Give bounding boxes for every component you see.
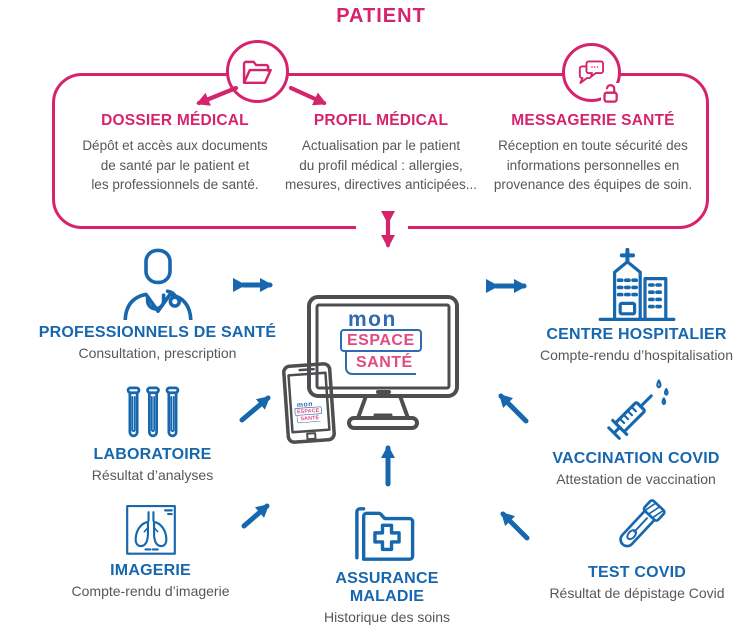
open-folder-icon — [242, 60, 272, 84]
node-title: LABORATOIRE — [93, 446, 212, 463]
node-title: CENTRE HOSPITALIER — [546, 326, 727, 343]
section-text-line: Dépôt et accès aux documents — [82, 138, 268, 153]
test-tubes-icon — [126, 386, 179, 438]
open-padlock-icon — [603, 84, 618, 103]
node-subtitle: Compte-rendu d’imagerie — [71, 583, 230, 599]
node-subtitle: Attestation de vaccination — [556, 471, 716, 487]
arrow-imagerie — [241, 503, 270, 529]
section-text-line: Réception en toute sécurité des — [498, 138, 688, 153]
section-messagerie-sante: MESSAGERIE SANTÉ Réception en toute sécu… — [478, 112, 708, 195]
syringe-icon — [607, 379, 669, 440]
arrow-vaccination — [498, 393, 529, 424]
logo-sante: SANTÉ — [345, 352, 416, 375]
node-title: PROFESSIONNELS DE SANTÉ — [38, 324, 277, 341]
hospital-icon — [598, 248, 675, 321]
patient-title: PATIENT — [336, 5, 426, 27]
arrow-test-covid — [500, 511, 530, 541]
node-title: VACCINATION COVID — [552, 450, 720, 467]
section-text-line: mesures, directives anticipées... — [284, 177, 478, 192]
node-professionnels-de-sante: PROFESSIONNELS DE SANTÉ Consultation, pr… — [35, 248, 280, 361]
section-text-line: provenance des équipes de soin. — [493, 177, 693, 192]
node-subtitle: Historique des soins — [323, 609, 451, 625]
node-laboratoire: LABORATOIRE Résultat d’analyses — [65, 386, 240, 483]
node-subtitle: Compte-rendu d’hospitalisation — [540, 347, 733, 363]
medical-folder-icon — [355, 507, 415, 561]
node-vaccination-covid: VACCINATION COVID Attestation de vaccina… — [527, 378, 745, 487]
arrow-laboratoire — [239, 395, 271, 423]
section-text-line: de santé par le patient et — [100, 157, 250, 173]
node-subtitle: Consultation, prescription — [78, 345, 237, 361]
node-imagerie: IMAGERIE Compte-rendu d’imagerie — [58, 500, 243, 599]
section-text-line: les professionnels de santé. — [91, 177, 259, 192]
section-title: MESSAGERIE SANTÉ — [511, 112, 675, 129]
border-gap — [356, 222, 408, 232]
folder-circle — [226, 40, 289, 103]
node-subtitle: Résultat d’analyses — [91, 467, 214, 483]
smartphone-icon — [282, 362, 336, 444]
section-title: DOSSIER MÉDICAL — [101, 112, 249, 129]
node-title: ASSURANCE MALADIE — [335, 570, 439, 605]
doctor-icon — [122, 248, 193, 320]
section-dossier-medical: DOSSIER MÉDICAL Dépôt et accès aux docum… — [60, 112, 290, 195]
section-text-line: informations personnelles en — [506, 157, 680, 173]
node-test-covid: TEST COVID Résultat de dépistage Covid — [532, 494, 742, 601]
lungs-xray-icon — [125, 505, 176, 555]
node-assurance-maladie: ASSURANCE MALADIE Historique des soins — [298, 502, 476, 625]
logo-sante: SANTÉ — [296, 414, 321, 424]
section-title: PROFIL MÉDICAL — [313, 112, 449, 129]
node-title: IMAGERIE — [110, 562, 191, 579]
covid-test-tube-icon — [619, 499, 666, 548]
section-text-line: du profil médical : allergies, — [299, 157, 463, 173]
mon-espace-sante-logo: mon ESPACE SANTÉ — [340, 308, 422, 375]
desktop-monitor-icon — [307, 295, 459, 430]
node-centre-hospitalier: CENTRE HOSPITALIER Compte-rendu d’hospit… — [518, 248, 755, 363]
chat-bubbles-icon — [578, 60, 604, 84]
logo-espace: ESPACE — [340, 329, 422, 352]
section-profil-medical: PROFIL MÉDICAL Actualisation par le pati… — [266, 112, 496, 195]
lock-wrap — [601, 83, 621, 104]
node-title: TEST COVID — [587, 564, 686, 581]
node-subtitle: Résultat de dépistage Covid — [549, 585, 725, 601]
section-text-line: Actualisation par le patient — [301, 138, 461, 153]
logo-mon: mon — [348, 308, 397, 331]
mon-espace-sante-logo-phone: mon ESPACE SANTÉ — [294, 400, 322, 424]
